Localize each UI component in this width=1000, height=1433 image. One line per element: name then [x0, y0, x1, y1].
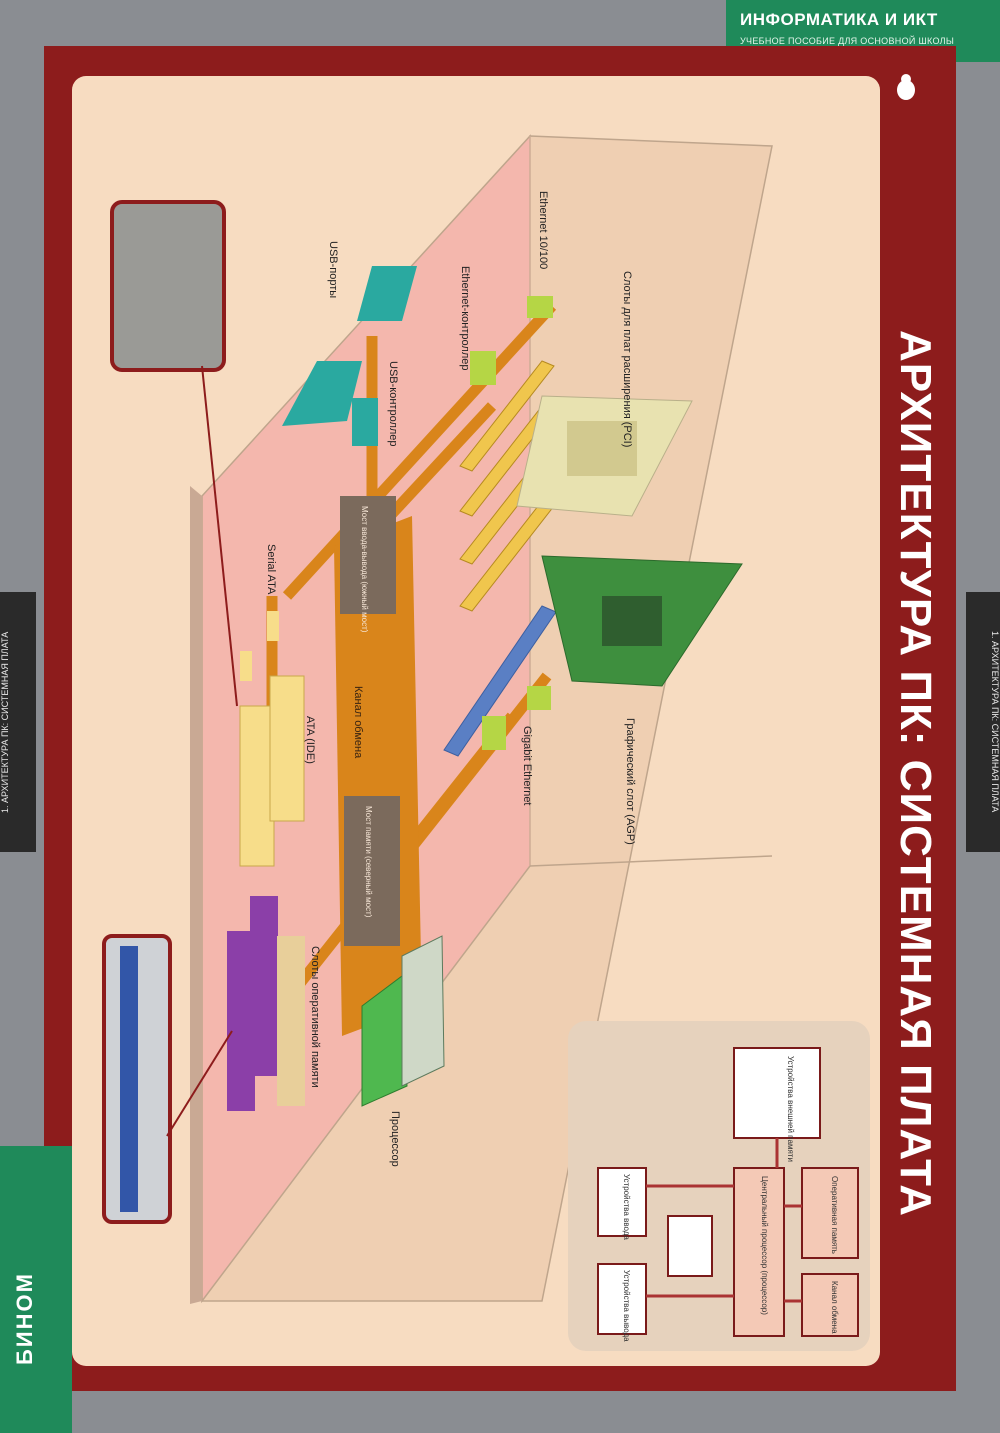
publisher-logo: БИНОМ — [12, 1272, 37, 1365]
ram-module — [277, 936, 305, 1106]
block-label-output: Устройства вывода — [622, 1270, 631, 1342]
header-subtitle: УЧЕБНОЕ ПОСОБИЕ ДЛЯ ОСНОВНОЙ ШКОЛЫ — [740, 36, 955, 46]
block-external-memory — [733, 1047, 821, 1139]
label-exchange-bus: Канал обмена — [352, 686, 364, 759]
block-label-ram: Оперативная память — [830, 1176, 839, 1254]
title-strip: АРХИТЕКТУРА ПК: СИСТЕМНАЯ ПЛАТА — [890, 330, 946, 1217]
pci-chip — [567, 421, 637, 476]
label-ethernet-controller: Ethernet-контроллер — [459, 266, 471, 370]
graphics-chip — [602, 596, 662, 646]
label-agp-slot: Графический слот (AGP) — [624, 718, 636, 845]
block-ram — [801, 1167, 859, 1259]
label-serial-ata: Serial ATA — [265, 544, 277, 595]
block-io-bus — [667, 1215, 713, 1277]
block-output — [597, 1263, 647, 1335]
header-title: ИНФОРМАТИКА И ИКТ — [740, 10, 938, 29]
label-ram-slots: Слоты оперативной памяти — [309, 946, 321, 1088]
label-processor: Процессор — [389, 1111, 401, 1167]
block-cpu — [733, 1167, 785, 1337]
photo-ram-slot — [120, 946, 138, 1212]
serial-ata-port — [267, 611, 279, 641]
serial-ata-port-2 — [240, 651, 252, 681]
gigabit-port — [527, 686, 551, 710]
label-pci-slots: Слоты для плат расширения (PCI) — [621, 271, 633, 447]
ram-slot-2 — [250, 896, 278, 1076]
south-bridge-chip — [340, 496, 396, 614]
label-usb-ports: USB-порты — [327, 241, 339, 298]
label-ata-ide: ATA (IDE) — [304, 716, 316, 764]
label-north-bridge: Мост памяти (северный мост) — [364, 806, 373, 918]
photo-inset-top — [110, 200, 226, 372]
north-bridge-chip — [344, 796, 400, 946]
label-ethernet-10-100: Ethernet 10/100 — [537, 191, 549, 269]
usb-port-blocks — [282, 266, 417, 426]
board-edge — [190, 486, 202, 1304]
block-input — [597, 1167, 647, 1237]
side-tab-right: 1. АРХИТЕКТУРА ПК: СИСТЕМНАЯ ПЛАТА — [966, 592, 1000, 852]
block-label-cpu: Центральный процессор (процессор) — [760, 1176, 769, 1315]
mascot-icon — [892, 72, 920, 102]
label-south-bridge: Мост ввода-вывода (южный мост) — [360, 506, 369, 633]
cpu-socket — [361, 975, 408, 1107]
label-gigabit-ethernet: Gigabit Ethernet — [521, 726, 533, 806]
block-label-input: Устройства ввода — [622, 1174, 631, 1240]
usb-controller-chip — [352, 398, 378, 446]
block-arrows — [646, 1138, 802, 1303]
gigabit-ethernet-chip — [482, 716, 506, 750]
block-label-bus: Канал обмена — [830, 1281, 839, 1334]
motherboard-diagram: Ethernet 10/100 Ethernet-контроллер USB-… — [102, 134, 870, 1351]
ata-connector-2 — [269, 675, 305, 822]
ethernet-controller-chip — [470, 351, 496, 385]
cpu-chip — [401, 935, 445, 1087]
block-label-external-memory: Устройства внешней памяти — [786, 1056, 795, 1162]
side-tab-left: 1. АРХИТЕКТУРА ПК: СИСТЕМНАЯ ПЛАТА — [0, 592, 36, 852]
publisher-box — [0, 1146, 72, 1433]
block-bus — [801, 1273, 859, 1337]
label-usb-controller: USB-контроллер — [387, 361, 399, 447]
agp-slot — [443, 605, 557, 757]
ata-connector-1 — [239, 705, 275, 867]
main-title: АРХИТЕКТУРА ПК: СИСТЕМНАЯ ПЛАТА — [891, 330, 940, 1218]
ethernet-port — [527, 296, 553, 318]
